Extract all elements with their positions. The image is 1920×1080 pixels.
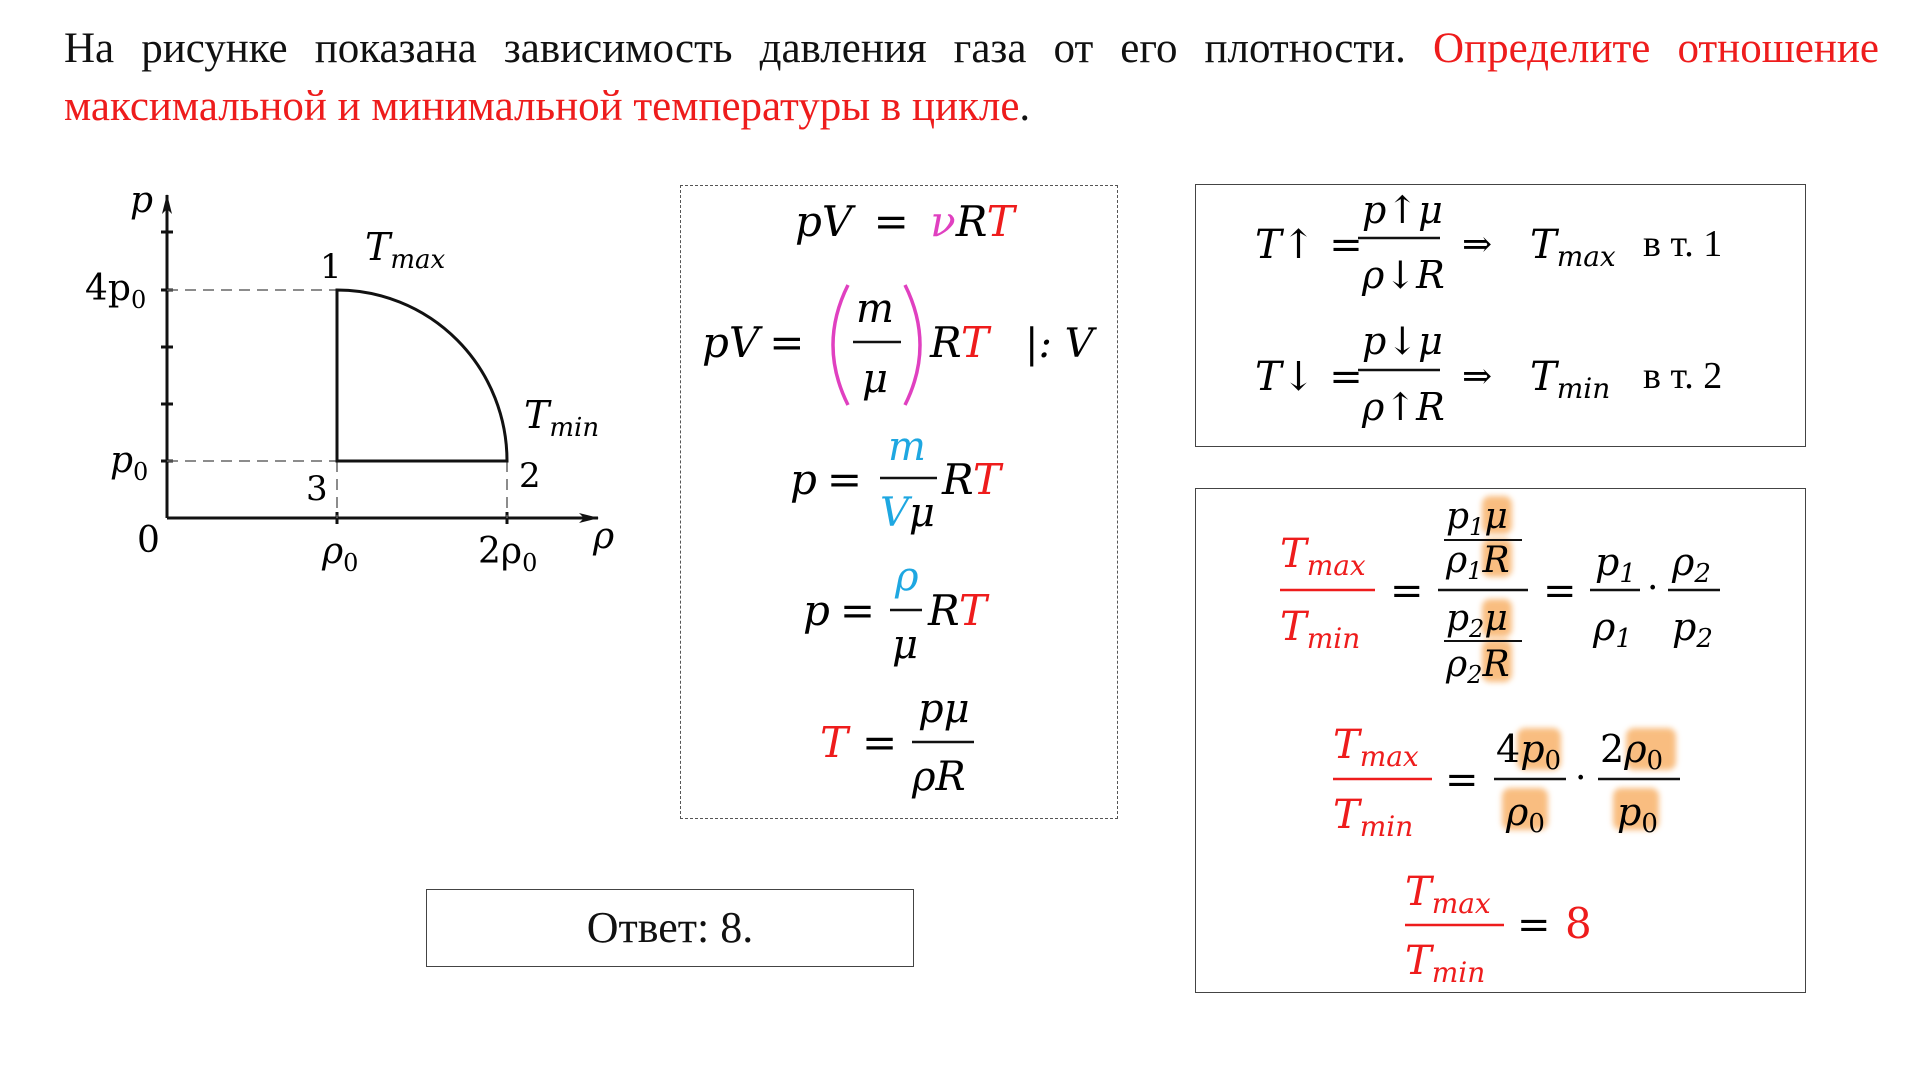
cycle-path	[335, 288, 509, 463]
svg-text:μ: μ	[862, 356, 888, 402]
formula-line-5: T= pμ ρR	[820, 686, 974, 800]
svg-text:p1: p1	[1595, 540, 1636, 589]
svg-text:=: =	[1445, 757, 1479, 803]
svg-text:ρ1R: ρ1R	[1445, 540, 1510, 585]
svg-text:Tmin: Tmin	[1333, 792, 1413, 843]
tmax-label: Tmax	[365, 225, 446, 275]
svg-text:Tmax: Tmax	[1280, 531, 1366, 582]
svg-text:Vμ: Vμ	[880, 490, 935, 536]
svg-text:p↓μ: p↓μ	[1362, 319, 1443, 363]
problem-statement: На рисунке показана зависимость давления…	[64, 20, 1879, 136]
formula-line-1: pV = νRT	[795, 197, 1018, 246]
svg-text:pV=: pV=	[702, 318, 804, 367]
problem-period: .	[1019, 83, 1031, 130]
svg-text:p2μ: p2μ	[1446, 598, 1508, 643]
conclusion-row-2: T↓= p↓μ ρ↑R ⇒ Tmin в т. 2	[1255, 319, 1722, 429]
svg-text:в т. 1: в т. 1	[1643, 223, 1722, 265]
svg-text:⇒: ⇒	[1462, 356, 1492, 397]
point-2-label: 2	[519, 456, 541, 496]
point-1-label: 1	[320, 247, 342, 287]
svg-text:ρR: ρR	[911, 754, 966, 800]
svg-text:Tmax: Tmax	[1333, 722, 1419, 773]
problem-question: Определите отношение максимальной и мини…	[64, 25, 1879, 130]
ratio-line-3: Tmax Tmin = 8	[1405, 869, 1592, 989]
svg-text:RT: RT	[927, 586, 990, 635]
svg-text:p=: p=	[790, 455, 862, 504]
svg-text:Tmin: Tmin	[1405, 938, 1485, 989]
ratio-line-1: Tmax Tmin = p1μ ρ1R p2μ ρ2R = p1 ρ1 · ρ2…	[1280, 496, 1720, 689]
origin-label: 0	[137, 520, 160, 561]
svg-text:2ρ0: 2ρ0	[1600, 727, 1663, 776]
ratio-line-2: Tmax Tmin = 4p0 ρ0 · 2ρ0 p0	[1333, 722, 1680, 843]
svg-text:=: =	[1543, 568, 1577, 614]
answer-box: Ответ: 8.	[426, 889, 914, 967]
derivation-box	[680, 185, 1118, 819]
y-tick-p0: p0	[110, 440, 148, 486]
guide-lines	[167, 289, 508, 518]
svg-text:4p0: 4p0	[1496, 727, 1561, 776]
svg-text:=: =	[1517, 902, 1551, 948]
svg-text:Tmin: Tmin	[1530, 354, 1610, 405]
svg-text:ρ2R: ρ2R	[1445, 644, 1510, 689]
svg-text:ρ1: ρ1	[1592, 605, 1632, 654]
ratio-result: 8	[1565, 899, 1592, 948]
svg-text:μ: μ	[892, 622, 918, 668]
y-tick-4p0: 4p0	[85, 268, 146, 314]
svg-text:|: V: |: V	[1025, 321, 1098, 367]
formula-line-3: p= m Vμ RT	[790, 424, 1004, 536]
svg-text:p1μ: p1μ	[1446, 496, 1508, 541]
svg-text:=: =	[1390, 568, 1424, 614]
answer-text: Ответ: 8.	[586, 903, 754, 952]
svg-text:p↑μ: p↑μ	[1362, 188, 1443, 232]
conclusions-box	[1195, 184, 1806, 447]
svg-text:ρ: ρ	[894, 554, 919, 600]
svg-text:ρ2: ρ2	[1671, 540, 1711, 589]
svg-text:·: ·	[1575, 758, 1586, 799]
svg-text:ρ↑R: ρ↑R	[1361, 385, 1445, 429]
svg-text:p=: p=	[803, 586, 875, 635]
ratio-box	[1195, 488, 1806, 993]
svg-text:в т. 2: в т. 2	[1643, 355, 1722, 397]
svg-text:T↓=: T↓=	[1255, 354, 1363, 400]
svg-text:·: ·	[1647, 568, 1658, 609]
x-axis-label: ρ	[592, 516, 614, 557]
svg-text:Tmax: Tmax	[1405, 869, 1491, 920]
point-3-label: 3	[306, 469, 328, 509]
conclusion-row-1: T↑= p↑μ ρ↓R ⇒ Tmax в т. 1	[1255, 188, 1722, 297]
svg-text:ρ↓R: ρ↓R	[1361, 253, 1445, 297]
y-axis-label: p	[130, 180, 153, 221]
svg-text:Tmin: Tmin	[1280, 604, 1360, 655]
svg-text:RT: RT	[941, 455, 1004, 504]
svg-text:T↑=: T↑=	[1255, 222, 1363, 268]
svg-text:RT: RT	[929, 318, 992, 367]
svg-text:pμ: pμ	[918, 686, 970, 732]
problem-text: На рисунке показана зависимость давления…	[64, 25, 1433, 72]
tmin-label: Tmin	[524, 393, 599, 443]
highlight-marks	[1482, 496, 1676, 830]
svg-text:⇒: ⇒	[1462, 224, 1492, 265]
x-tick-rho0: ρ0	[321, 531, 358, 577]
svg-text:Tmax: Tmax	[1530, 222, 1616, 273]
svg-text:m: m	[888, 424, 926, 470]
formula-line-2: pV= m μ RT |: V	[702, 284, 1098, 406]
svg-text:T=: T=	[820, 718, 897, 767]
formula-line-4: p= ρ μ RT	[803, 554, 990, 668]
svg-text:m: m	[856, 286, 894, 332]
svg-text:p2: p2	[1672, 605, 1713, 654]
x-tick-2rho0: 2ρ0	[478, 531, 537, 577]
